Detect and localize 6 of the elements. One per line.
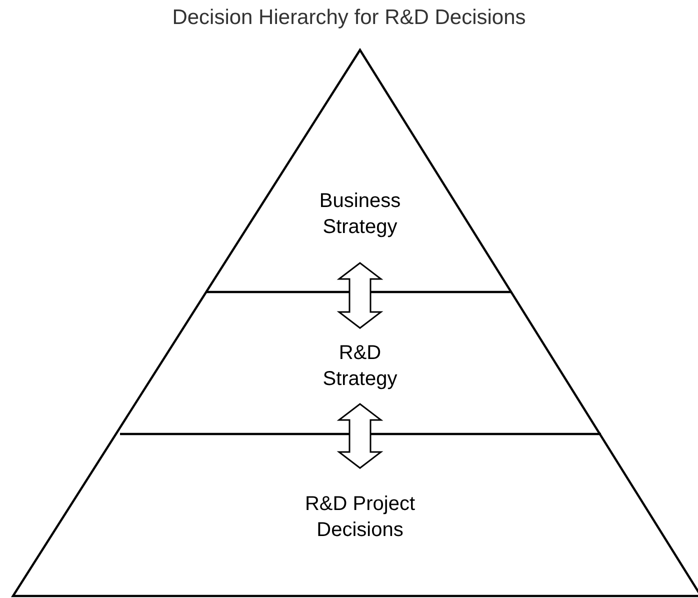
level-label: R&D Project Decisions	[300, 468, 420, 573]
level-label: R&D Strategy	[300, 328, 420, 404]
double-headed-arrow	[336, 262, 384, 329]
double-headed-arrow	[336, 403, 384, 469]
level-label: Business Strategy	[300, 188, 420, 263]
diagram-title: Decision Hierarchy for R&D Decisions	[171, 6, 527, 30]
